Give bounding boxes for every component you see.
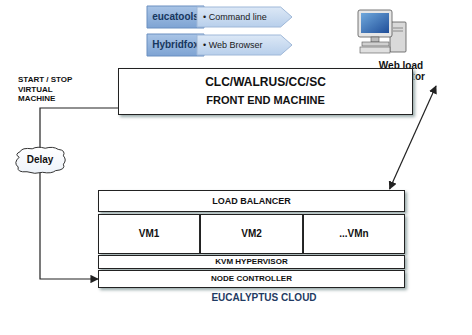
connector xyxy=(40,172,98,279)
vm-box: VM2 xyxy=(200,214,303,254)
tool-box: eucatools xyxy=(147,6,204,28)
node-title: Delay xyxy=(27,154,54,166)
node-title: VM1 xyxy=(139,228,160,240)
vm-box: ...VMn xyxy=(303,214,405,254)
node-title: KVM HYPERVISOR xyxy=(215,257,287,266)
balancer-box: LOAD BALANCER xyxy=(98,190,405,212)
hypervisor-box: KVM HYPERVISOR xyxy=(98,255,405,269)
node-title: Hybridfox xyxy=(152,39,199,51)
node-title: • Command line xyxy=(203,12,267,22)
node-title: CLC/WALRUS/CC/SC xyxy=(205,76,326,90)
node-title: • Web Browser xyxy=(203,40,263,50)
node-title: ...VMn xyxy=(339,228,368,240)
callout-arrow: • Web Browser xyxy=(197,35,292,55)
tool-box: Hybridfox xyxy=(147,34,204,56)
callout-arrow: • Command line xyxy=(197,7,292,27)
node-title: eucatools xyxy=(152,11,199,23)
node-title: LOAD BALANCER xyxy=(212,196,291,206)
controller-box: NODE CONTROLLER xyxy=(98,270,405,288)
node-title: VM2 xyxy=(241,228,262,240)
edge-label: START / STOP VIRTUAL MACHINE xyxy=(18,75,92,104)
delay-cloud: Delay xyxy=(14,146,66,174)
vm-box: VM1 xyxy=(98,214,200,254)
cloud-region: EUCALYPTUS CLOUD LOAD BALANCER VM1 VM2 ...VM… xyxy=(58,120,470,332)
front-end-box: CLC/WALRUS/CC/SC FRONT END MACHINE xyxy=(118,68,413,115)
node-title: EUCALYPTUS CLOUD xyxy=(58,292,470,304)
node-title: NODE CONTROLLER xyxy=(211,274,292,283)
node-subtitle: FRONT END MACHINE xyxy=(206,94,325,107)
connector xyxy=(40,108,118,148)
